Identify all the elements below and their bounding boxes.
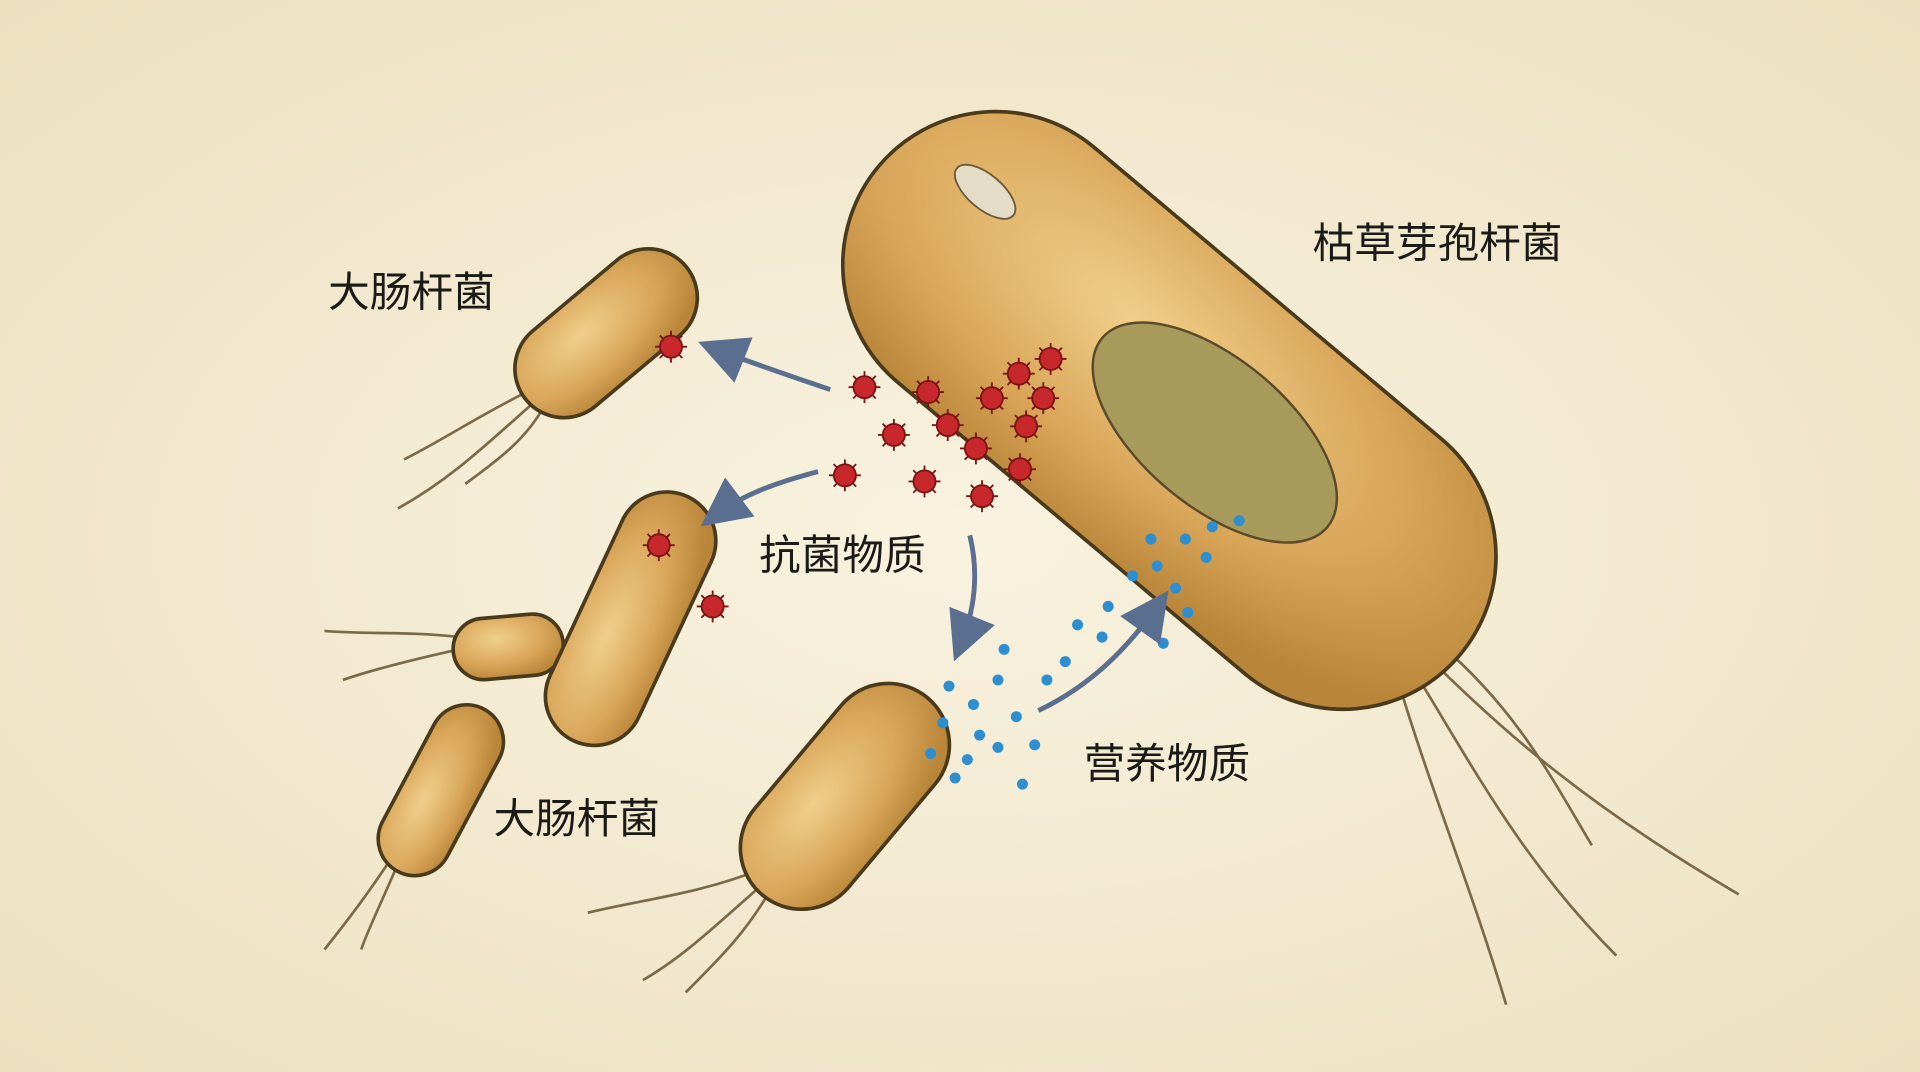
nutrient-particle bbox=[949, 772, 961, 784]
arrow-to-ecoli-burst bbox=[949, 534, 995, 662]
nutrient-particle bbox=[1206, 521, 1218, 533]
bacillus-flagella bbox=[1394, 642, 1740, 1006]
antibacterial-particle bbox=[828, 459, 861, 492]
vacuole bbox=[953, 163, 1017, 220]
ecoli-bottom-cell bbox=[323, 702, 506, 951]
ecoli-burst-cell bbox=[587, 681, 952, 994]
arrow-nutrients-to-bacillus bbox=[1037, 590, 1169, 713]
antibacterial-particle bbox=[848, 371, 881, 404]
nutrient-particle bbox=[1016, 778, 1028, 790]
nutrient-particle bbox=[1182, 607, 1194, 619]
antibacterial-particle bbox=[912, 376, 945, 408]
ecoli-top-cell bbox=[397, 246, 700, 510]
antibacterial-particle bbox=[960, 432, 992, 465]
nutrient-particle bbox=[1233, 515, 1245, 527]
nutrient-particle bbox=[992, 741, 1004, 753]
nutrient-particle bbox=[974, 729, 986, 741]
antibacterial-particles bbox=[642, 330, 1067, 623]
nutrient-particle bbox=[1072, 619, 1084, 631]
nutrient-particle bbox=[1102, 600, 1114, 612]
nutrient-particle bbox=[1029, 739, 1041, 751]
nutrient-particle bbox=[967, 698, 979, 710]
antibacterial-particle bbox=[877, 418, 910, 451]
antibacterial-particle bbox=[966, 480, 998, 513]
antibacterial-particle bbox=[1002, 357, 1035, 390]
label-antibacterial: 抗菌物质 bbox=[759, 531, 925, 580]
nutrient-particle bbox=[961, 754, 973, 766]
label-bacillus: 枯草芽孢杆菌 bbox=[1313, 218, 1563, 267]
label-ecoli-bottom: 大肠杆菌 bbox=[493, 794, 659, 843]
nutrient-particle bbox=[1145, 533, 1157, 545]
nutrient-particle bbox=[998, 643, 1010, 655]
nutrient-particle bbox=[1127, 570, 1139, 582]
antibacterial-particle bbox=[931, 409, 964, 442]
nutrient-particle bbox=[1200, 551, 1212, 563]
antibacterial-particle bbox=[1027, 382, 1060, 415]
antibacterial-particle bbox=[908, 465, 941, 498]
antibacterial-particle bbox=[975, 382, 1008, 415]
nutrient-particle bbox=[1151, 560, 1163, 572]
nutrient-particle bbox=[1041, 674, 1053, 686]
nutrient-particle bbox=[1170, 582, 1182, 594]
nutrient-particle bbox=[1010, 711, 1022, 723]
label-ecoli-top: 大肠杆菌 bbox=[328, 267, 494, 316]
arrow-to-ecoli-top bbox=[698, 337, 831, 392]
nutrient-particle bbox=[1179, 533, 1191, 545]
nutrient-particle bbox=[937, 717, 949, 729]
antibacterial-particle bbox=[696, 590, 729, 623]
bacillus-nucleoid bbox=[1091, 321, 1339, 544]
nutrient-particle bbox=[925, 747, 937, 759]
nutrient-particle bbox=[1157, 637, 1169, 649]
nutrient-particles bbox=[925, 515, 1245, 790]
antibacterial-particle bbox=[655, 330, 687, 363]
nutrient-particle bbox=[943, 680, 955, 692]
antibacterial-particle bbox=[1034, 343, 1067, 375]
antibacterial-particle bbox=[642, 529, 675, 562]
arrow-to-ecoli-middle bbox=[700, 469, 819, 527]
label-nutrients: 营养物质 bbox=[1084, 739, 1250, 788]
antibacterial-particle bbox=[1010, 410, 1043, 443]
nutrient-particle bbox=[1096, 631, 1108, 643]
bacillus-subtilis-cell bbox=[840, 109, 1740, 1006]
nutrient-particle bbox=[992, 674, 1004, 686]
antibacterial-particle bbox=[1004, 453, 1036, 486]
ecoli-broken-cell bbox=[324, 490, 718, 748]
nutrient-particle bbox=[1059, 656, 1071, 668]
